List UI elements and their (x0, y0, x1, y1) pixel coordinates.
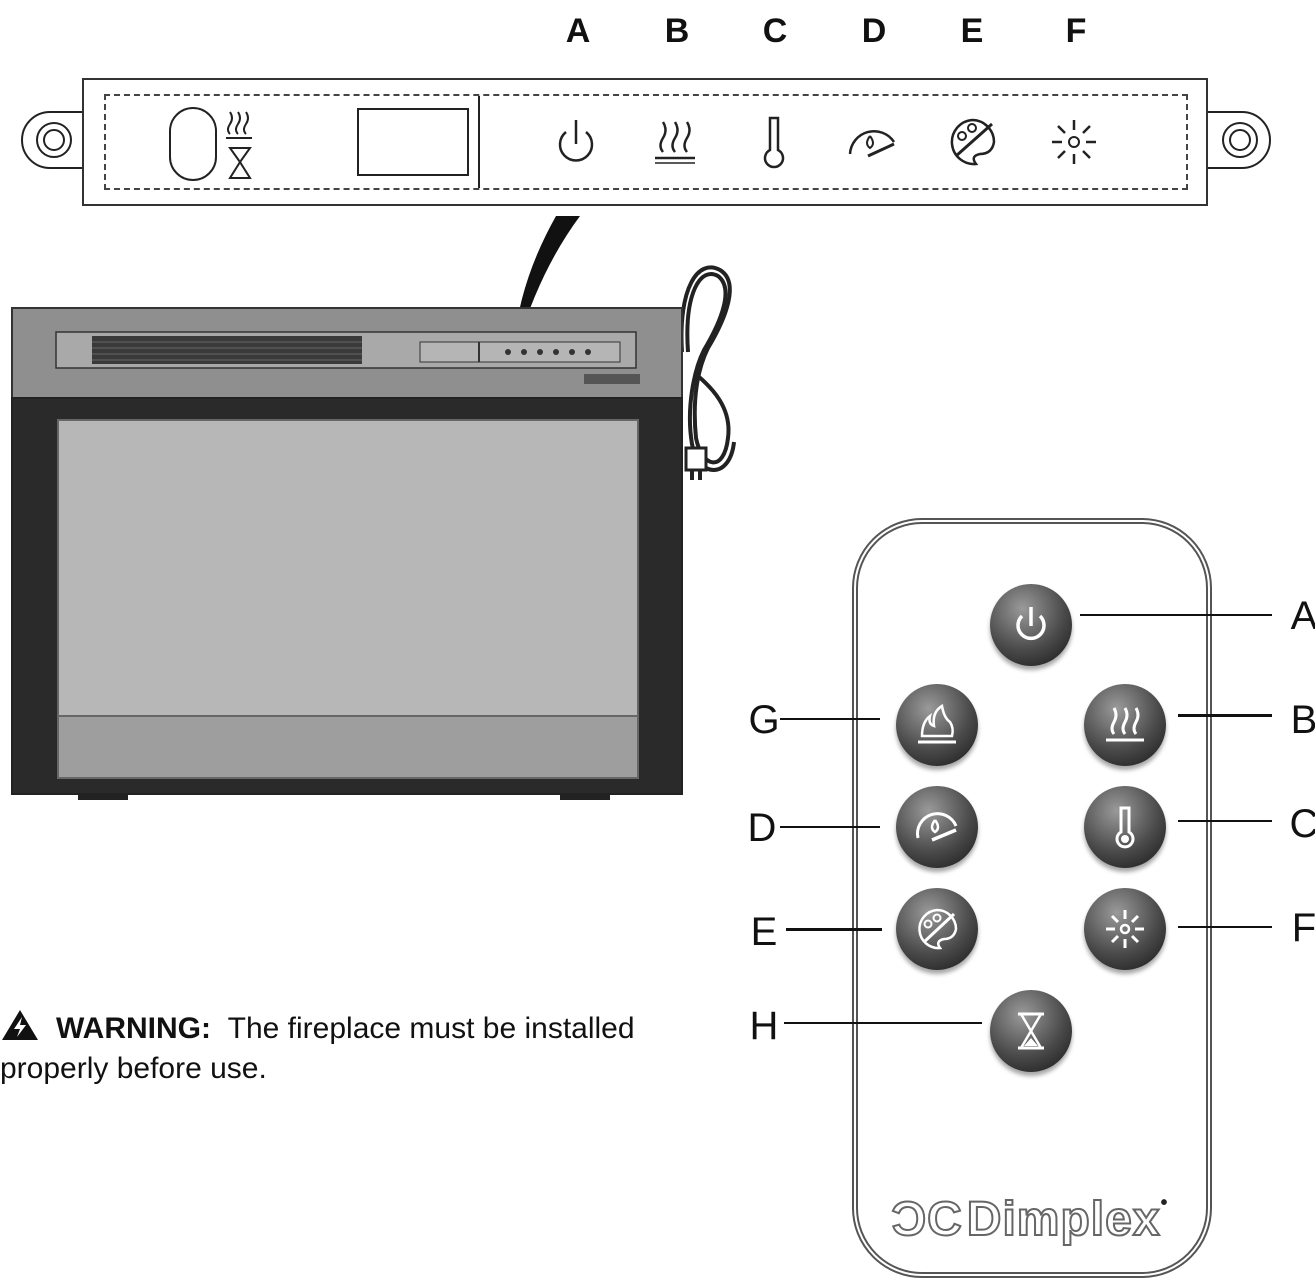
flame-speed-icon (848, 129, 896, 158)
leader-line-e (786, 928, 882, 931)
flame-speed-icon (916, 812, 958, 842)
mounting-tab-right (1208, 111, 1271, 169)
leader-line-d (780, 826, 880, 828)
warning-title: WARNING: (56, 1012, 211, 1045)
remote-flame-button[interactable] (896, 684, 978, 766)
remote-color-palette-button[interactable] (896, 888, 978, 970)
flame-icon (918, 703, 956, 744)
panel-letter-b: B (664, 12, 690, 50)
remote-timer-button[interactable] (990, 990, 1072, 1072)
heat-timer-indicator-icon (226, 111, 252, 179)
panel-divider (478, 96, 480, 188)
remote-thermometer-button[interactable] (1084, 786, 1166, 868)
remote-power-button[interactable] (990, 584, 1072, 666)
panel-letter-f: F (1065, 12, 1087, 50)
panel-button-f[interactable] (1044, 112, 1104, 172)
power-icon (558, 120, 594, 162)
leader-line-h (784, 1022, 982, 1024)
led-display (357, 108, 469, 176)
remote-label-d: D (747, 806, 777, 850)
remote-label-e: E (750, 910, 778, 954)
remote-label-g: G (748, 698, 780, 742)
panel-button-b[interactable] (645, 112, 705, 172)
remote-label-b: B (1290, 698, 1315, 742)
heater-icon (1106, 707, 1144, 742)
color-palette-icon (950, 118, 996, 166)
color-palette-icon (918, 908, 958, 950)
panel-button-e[interactable] (942, 112, 1002, 172)
timer-icon (1018, 1012, 1044, 1050)
remote-label-a: A (1290, 594, 1315, 638)
leader-line-g (780, 718, 880, 720)
panel-button-c[interactable] (744, 112, 804, 172)
panel-button-a[interactable] (546, 112, 606, 172)
brightness-icon (1052, 120, 1096, 164)
panel-letter-c: C (762, 12, 788, 50)
dimplex-logo-icon: ƆC (890, 1192, 963, 1247)
mounting-tab-left (21, 111, 84, 169)
remote-label-h: H (749, 1004, 779, 1048)
remote-brand-logo: ƆCDimplex• (890, 1192, 1169, 1247)
warning-notice: WARNING: The fireplace must be installed… (0, 1008, 700, 1087)
control-panel-strip (82, 78, 1208, 206)
leader-line-c (1178, 820, 1272, 822)
power-icon (1016, 607, 1046, 641)
panel-letter-a: A (565, 12, 591, 50)
heater-icon (655, 121, 695, 164)
thermometer-icon (1115, 806, 1135, 849)
leader-line-f (1178, 926, 1272, 928)
fireplace-insert (11, 265, 736, 800)
panel-button-d[interactable] (842, 112, 902, 172)
leader-line-a (1080, 614, 1272, 616)
remote-label-f: F (1291, 906, 1315, 950)
ir-receiver-window (169, 107, 217, 181)
panel-letter-e: E (960, 12, 984, 50)
power-cord (679, 265, 736, 480)
remote-heater-button[interactable] (1084, 684, 1166, 766)
remote-label-c: C (1289, 802, 1315, 846)
warning-icon (0, 1008, 40, 1051)
warning-text: The fireplace must be installed properly… (0, 1012, 635, 1085)
remote-brightness-button[interactable] (1084, 888, 1166, 970)
leader-line-b (1178, 714, 1272, 717)
brightness-icon (1106, 910, 1144, 948)
brand-name: Dimplex (966, 1192, 1161, 1247)
remote-flame-speed-button[interactable] (896, 786, 978, 868)
control-panel-face (104, 94, 1188, 190)
thermometer-icon (763, 116, 785, 169)
panel-letter-d: D (861, 12, 887, 50)
